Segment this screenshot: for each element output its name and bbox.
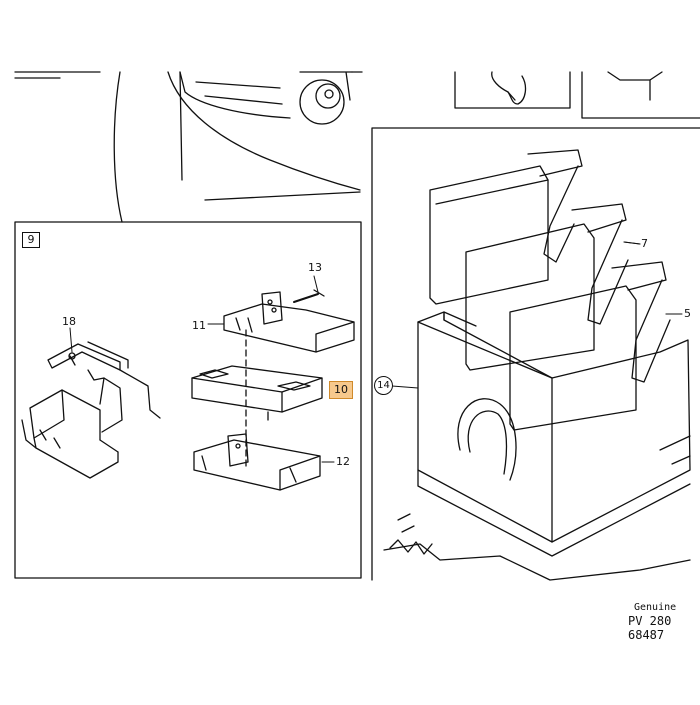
callout-10-highlighted[interactable]: 10 — [329, 381, 353, 399]
callout-5: 5 — [684, 307, 691, 320]
callout-14: 14 — [374, 376, 393, 395]
callout-18: 18 — [62, 315, 76, 328]
callout-11: 11 — [192, 319, 206, 332]
relay-assembly-drawing — [429, 149, 681, 431]
panel-number-label: 9 — [22, 232, 40, 248]
callout-12: 12 — [336, 455, 350, 468]
callout-7: 7 — [641, 237, 648, 250]
bracket-18-drawing — [21, 341, 161, 479]
right-panel-frame — [371, 127, 700, 581]
right-panel-leaders — [391, 241, 683, 389]
clip-11-drawing — [223, 289, 355, 353]
vehicle-outline — [14, 71, 363, 223]
holder-12-drawing — [193, 433, 321, 491]
top-detail-boxes — [454, 71, 700, 119]
panel-9-frame — [14, 221, 362, 579]
panel-9-leaders — [69, 275, 335, 463]
callout-13: 13 — [308, 261, 322, 274]
part-number-label: PV 280 68487 — [628, 614, 672, 642]
module-10-drawing — [191, 365, 323, 421]
box-14-drawing — [383, 311, 691, 581]
genuine-label: Genuine — [634, 602, 677, 613]
